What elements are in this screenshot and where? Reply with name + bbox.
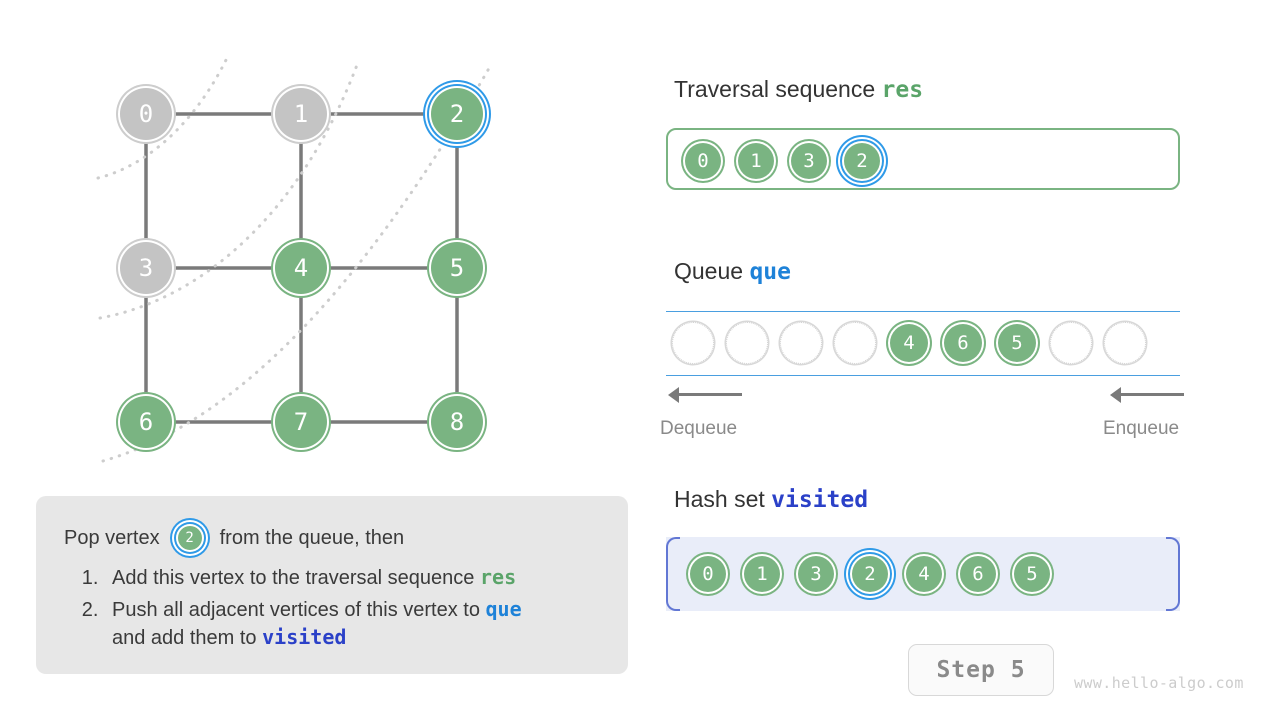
- caption-box: Pop vertex 2 from the queue, then Add th…: [36, 496, 628, 674]
- graph-diagram: 0 1 2 3 4 5 6 7 8: [0, 0, 640, 500]
- res-item-1: 1: [736, 141, 776, 181]
- res-title-code: res: [881, 77, 924, 103]
- res-section-title: Traversal sequence res: [674, 76, 923, 103]
- queue-slot-empty-1: [726, 322, 768, 364]
- graph-node-1: 1: [273, 86, 329, 142]
- hash-item-0: 0: [688, 554, 728, 594]
- queue-item-5: 5: [996, 322, 1038, 364]
- hash-item-5: 5: [1012, 554, 1052, 594]
- caption-queue-text: from the queue, then: [219, 526, 405, 549]
- queue-rail-bottom: [666, 375, 1180, 376]
- enqueue-label: Enqueue: [1103, 418, 1180, 439]
- queue-item-6: 6: [942, 322, 984, 364]
- res-item-3: 3: [789, 141, 829, 181]
- caption-pop-text: Pop vertex: [64, 526, 160, 549]
- queue-title-code: que: [749, 259, 791, 285]
- queue-slot-empty-2: [780, 322, 822, 364]
- hash-item-1: 1: [742, 554, 782, 594]
- hash-title-text: Hash set: [674, 486, 765, 512]
- res-item-2: 2: [842, 141, 882, 181]
- hash-item-4: 4: [904, 554, 944, 594]
- caption-step-2-text: Push all adjacent vertices of this verte…: [112, 598, 486, 621]
- caption-step-1-code: res: [479, 565, 517, 589]
- graph-node-7: 7: [273, 394, 329, 450]
- graph-node-3: 3: [118, 240, 174, 296]
- caption-step-1-text: Add this vertex to the traversal sequenc…: [112, 567, 480, 589]
- caption-vertex-badge-label: 2: [175, 524, 204, 552]
- hash-item-2: 2: [850, 554, 890, 594]
- watermark: www.hello-algo.com: [1074, 674, 1244, 692]
- caption-step-2-text-2: and add them to: [112, 627, 263, 650]
- queue-slot-empty-0: [672, 322, 714, 364]
- caption-line-1: Pop vertex 2 from the queue, then: [64, 522, 600, 554]
- caption-step-2: Push all adjacent vertices of this verte…: [104, 596, 600, 653]
- caption-step-1: Add this vertex to the traversal sequenc…: [104, 564, 600, 593]
- hash-item-6: 6: [958, 554, 998, 594]
- caption-step-list: Add this vertex to the traversal sequenc…: [64, 564, 600, 653]
- caption-step-2-code-que: que: [485, 596, 522, 621]
- hash-bracket-left-icon: [666, 537, 680, 611]
- hash-item-3: 3: [796, 554, 836, 594]
- hash-bracket-right-icon: [1166, 537, 1180, 611]
- queue-section-title: Queue que: [674, 258, 791, 285]
- graph-node-2: 2: [429, 86, 485, 142]
- graph-node-8: 8: [429, 394, 485, 450]
- queue-title-text: Queue: [674, 258, 744, 284]
- graph-node-6: 6: [118, 394, 174, 450]
- dequeue-label: Dequeue: [660, 418, 738, 439]
- graph-node-4: 4: [273, 240, 329, 296]
- queue-slot-empty-7: [1050, 322, 1092, 364]
- queue-item-4: 4: [888, 322, 930, 364]
- queue-slot-empty-3: [834, 322, 876, 364]
- queue-slot-empty-8: [1104, 322, 1146, 364]
- caption-step-2-code-visited: visited: [262, 625, 347, 650]
- hash-title-code: visited: [771, 487, 869, 513]
- hash-section-title: Hash set visited: [674, 486, 868, 513]
- queue-rail-top: [666, 311, 1180, 312]
- caption-vertex-badge: 2: [175, 524, 204, 552]
- graph-node-5: 5: [429, 240, 485, 296]
- graph-node-0: 0: [118, 86, 174, 142]
- dequeue-arrow-icon: [668, 386, 742, 403]
- step-indicator: Step 5: [908, 644, 1054, 696]
- enqueue-arrow-icon: [1110, 386, 1184, 403]
- res-title-text: Traversal sequence: [674, 76, 876, 102]
- res-item-0: 0: [683, 141, 723, 181]
